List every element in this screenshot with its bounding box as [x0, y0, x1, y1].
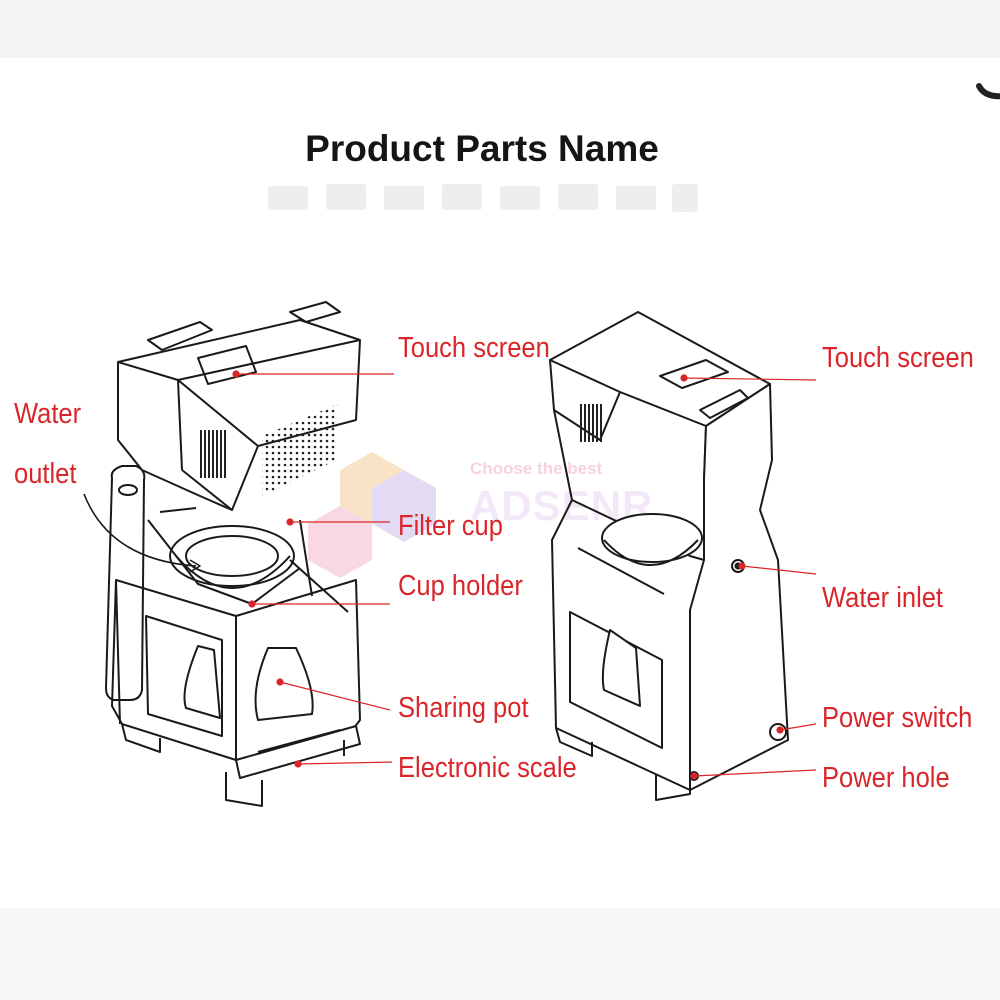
label-water-inlet: Water inlet	[822, 582, 944, 614]
label-cup-holder: Cup holder	[398, 570, 523, 602]
label-touch-screen-left: Touch screen	[398, 332, 550, 364]
label-electronic-scale: Electronic scale	[398, 752, 577, 784]
label-touch-screen-right: Touch screen	[822, 342, 974, 374]
label-power-switch: Power switch	[822, 702, 973, 734]
right-leader-lines	[680, 374, 817, 780]
label-sharing-pot: Sharing pot	[398, 692, 529, 724]
left-unit-drawing	[83, 301, 361, 807]
label-water-outlet-line1: Water	[14, 398, 82, 430]
page-title: Product Parts Name	[305, 128, 659, 169]
watermark-tagline: Choose the best	[470, 459, 603, 478]
right-unit-drawing	[549, 311, 789, 801]
left-leader-lines	[232, 370, 394, 768]
label-water-outlet-line2: outlet	[14, 458, 77, 490]
bottom-band	[0, 908, 1000, 1000]
label-power-hole: Power hole	[822, 762, 950, 794]
label-filter-cup: Filter cup	[398, 510, 503, 542]
top-band	[0, 0, 1000, 58]
faded-subtitle-ghost	[268, 184, 698, 212]
corner-arc-decoration	[976, 83, 1000, 100]
